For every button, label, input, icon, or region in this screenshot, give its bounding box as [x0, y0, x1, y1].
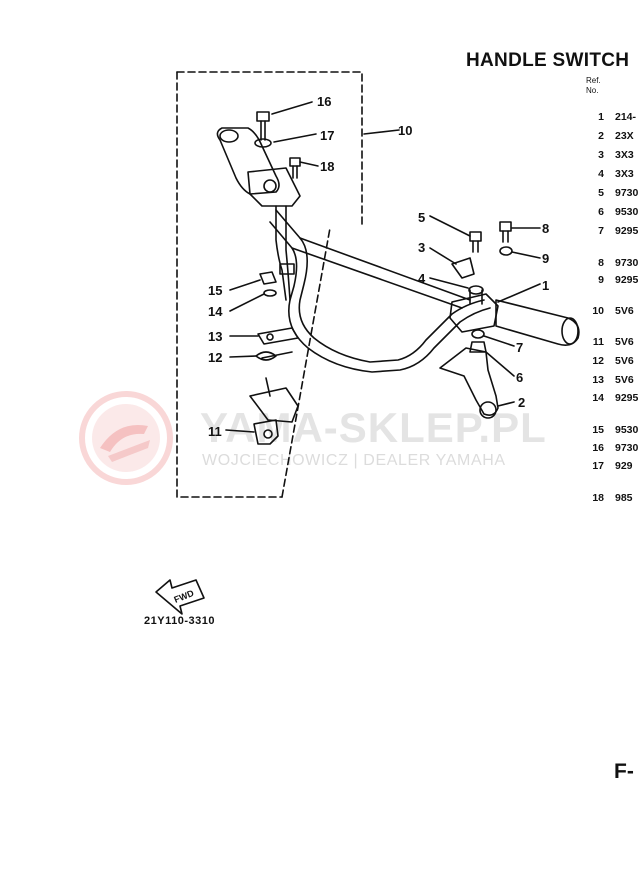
- ref-row-num: 12: [592, 355, 604, 367]
- right-grip: [495, 299, 580, 346]
- ref-row-code: 929: [615, 460, 633, 472]
- ref-row-code: 9295: [615, 392, 638, 404]
- ref-row-num: 5: [598, 187, 604, 199]
- ref-row-num: 18: [592, 492, 604, 504]
- ref-row-code: 9530: [615, 424, 638, 436]
- ref-row-code: 214-: [615, 111, 637, 123]
- ref-row-num: 15: [592, 424, 604, 436]
- page-title: HANDLE SWITCH: [466, 50, 630, 71]
- fwd-arrow-icon: FWD: [155, 579, 205, 615]
- callout-3: 3: [418, 240, 425, 255]
- callout-6: 6: [516, 370, 523, 385]
- ref-row-code: 9530: [615, 206, 638, 218]
- ref-row-num: 10: [592, 305, 604, 317]
- ref-row-num: 7: [598, 225, 604, 237]
- callout-2: 2: [518, 395, 525, 410]
- ref-row-num: 14: [592, 392, 604, 404]
- ref-row-code: 23X: [615, 130, 634, 142]
- ref-row-num: 17: [592, 460, 604, 472]
- callout-12: 12: [208, 350, 222, 365]
- ref-row-code: 9730: [615, 442, 638, 454]
- callout-9: 9: [542, 251, 549, 266]
- ref-row-code: 3X3: [615, 168, 634, 180]
- callout-15: 15: [208, 283, 222, 298]
- ref-row-code: 5V6: [615, 374, 634, 386]
- watermark-subtitle: WOJCIECHOWICZ | DEALER YAMAHA: [202, 452, 506, 469]
- callout-14: 14: [208, 304, 223, 319]
- ref-table-header: Ref. No.: [586, 76, 601, 96]
- ref-header-ref: Ref.: [586, 76, 601, 85]
- ref-row-num: 8: [598, 257, 604, 269]
- page-number: F-: [614, 760, 634, 783]
- ref-row-num: 1: [598, 111, 604, 123]
- ref-row-num: 9: [598, 274, 604, 286]
- assembly-box: [176, 71, 363, 229]
- ref-row-num: 11: [592, 336, 604, 348]
- ref-row-num: 13: [592, 374, 604, 386]
- ref-row-code: 9295: [615, 225, 638, 237]
- diagram-code: 21Y110-3310: [144, 615, 215, 627]
- ref-row-code: 9730: [615, 257, 638, 269]
- callout-16: 16: [317, 94, 331, 109]
- ref-row-num: 4: [598, 168, 604, 180]
- ref-row-code: 5V6: [615, 336, 634, 348]
- ref-row-num: 2: [598, 130, 604, 142]
- ref-row-code: 9295: [615, 274, 638, 286]
- ref-row-code: 5V6: [615, 305, 634, 317]
- ref-row-code: 985: [615, 492, 633, 504]
- ref-row-code: 3X3: [615, 149, 634, 161]
- ref-row-num: 6: [598, 206, 604, 218]
- ref-row-num: 3: [598, 149, 604, 161]
- brake-lever: [439, 347, 499, 416]
- callout-4: 4: [418, 271, 426, 286]
- left-grip: [216, 127, 280, 195]
- ref-row-num: 16: [592, 442, 604, 454]
- callout-7: 7: [516, 340, 523, 355]
- callout-17: 17: [320, 128, 334, 143]
- ref-row-code: 9730: [615, 187, 638, 199]
- callout-10: 10: [398, 123, 412, 138]
- ref-row-code: 5V6: [615, 355, 634, 367]
- callout-13: 13: [208, 329, 222, 344]
- callout-5: 5: [418, 210, 425, 225]
- callout-1: 1: [542, 278, 549, 293]
- handlebar: [275, 209, 485, 363]
- callout-11: 11: [208, 424, 222, 439]
- ref-header-no: No.: [586, 86, 599, 95]
- callout-8: 8: [542, 221, 549, 236]
- watermark-logo-icon: [79, 391, 173, 485]
- callout-18: 18: [320, 159, 334, 174]
